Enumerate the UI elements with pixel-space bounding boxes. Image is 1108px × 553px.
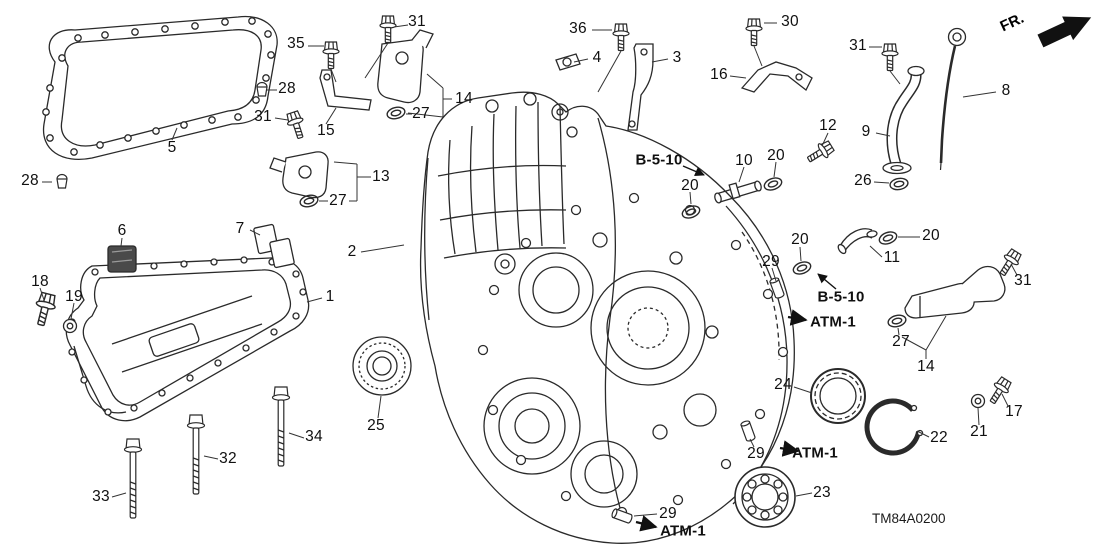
part-oil-seal-25 xyxy=(352,336,412,396)
part-label-15: 15 xyxy=(317,122,335,139)
part-label-36: 36 xyxy=(569,20,587,37)
part-filler-tube-9 xyxy=(882,65,925,175)
part-sensor-13 xyxy=(269,151,329,199)
part-label-28: 28 xyxy=(21,172,39,189)
part-label-14: 14 xyxy=(917,358,935,375)
leader-lines xyxy=(39,22,1018,517)
part-label-18: 18 xyxy=(31,273,49,290)
part-label-17: 17 xyxy=(1005,403,1023,420)
part-label-35: 35 xyxy=(287,35,305,52)
part-label-31: 31 xyxy=(849,37,867,54)
part-clamp-4 xyxy=(555,53,581,71)
part-label-28: 28 xyxy=(278,80,296,97)
part-label-14: 14 xyxy=(455,90,473,107)
part-label-31: 31 xyxy=(1014,272,1032,289)
front-direction-arrow xyxy=(1037,16,1092,48)
part-label-21: 21 xyxy=(970,423,988,440)
part-label-27: 27 xyxy=(329,192,347,209)
part-label-13: 13 xyxy=(372,168,390,185)
part-snap-ring-22 xyxy=(864,398,924,456)
part-label-20: 20 xyxy=(922,227,940,244)
part-label-6: 6 xyxy=(117,222,127,239)
part-magnet-6 xyxy=(107,245,137,273)
part-label-4: 4 xyxy=(592,49,602,66)
part-label-27: 27 xyxy=(412,105,430,122)
part-label-24: 24 xyxy=(774,376,792,393)
part-label-b-5-10: B-5-10 xyxy=(817,288,865,306)
part-label-27: 27 xyxy=(892,333,910,350)
part-gasket xyxy=(42,15,278,160)
part-label-25: 25 xyxy=(367,417,385,434)
part-label-20: 20 xyxy=(681,177,699,194)
part-label-26: 26 xyxy=(854,172,872,189)
part-label-10: 10 xyxy=(735,152,753,169)
part-label-34: 34 xyxy=(305,428,323,445)
part-bearing-24 xyxy=(810,368,866,424)
case-bores xyxy=(483,92,719,508)
part-oil-pan xyxy=(65,256,310,422)
part-label-3: 3 xyxy=(672,49,682,66)
part-label-29: 29 xyxy=(747,445,765,462)
part-label-16: 16 xyxy=(710,66,728,83)
part-pulse-sensor-top xyxy=(377,29,434,104)
part-label-7: 7 xyxy=(235,220,245,237)
part-label-atm-1: ATM-1 xyxy=(660,522,706,540)
part-label-30: 30 xyxy=(781,13,799,30)
part-label-29: 29 xyxy=(659,505,677,522)
part-label-32: 32 xyxy=(219,450,237,467)
case-ribs xyxy=(437,101,567,259)
part-label-5: 5 xyxy=(167,139,177,156)
part-label-19: 19 xyxy=(65,288,83,305)
part-label-22: 22 xyxy=(930,429,948,446)
part-label-20: 20 xyxy=(767,147,785,164)
part-pipe-10 xyxy=(714,180,762,204)
case-bolt-holes xyxy=(477,192,789,518)
part-dipstick xyxy=(939,27,967,171)
zone-arrows xyxy=(635,165,837,532)
part-label-9: 9 xyxy=(861,123,871,140)
part-bracket-3 xyxy=(627,43,654,131)
part-label-20: 20 xyxy=(791,231,809,248)
part-label-29: 29 xyxy=(762,253,780,270)
part-label-atm-1: ATM-1 xyxy=(792,444,838,462)
part-label-11: 11 xyxy=(883,249,901,266)
part-label-b-5-10: B-5-10 xyxy=(635,151,683,169)
part-label-1: 1 xyxy=(325,288,335,305)
part-bearing-23 xyxy=(734,466,796,528)
part-pipe-11 xyxy=(837,228,878,255)
part-label-31: 31 xyxy=(408,13,426,30)
part-label-8: 8 xyxy=(1001,82,1011,99)
part-label-12: 12 xyxy=(819,117,837,134)
part-speed-sensor-14 xyxy=(904,265,1006,319)
part-transmission-case xyxy=(419,91,795,544)
part-label-23: 23 xyxy=(813,484,831,501)
part-label-2: 2 xyxy=(347,243,357,260)
part-label-33: 33 xyxy=(92,488,110,505)
part-label-atm-1: ATM-1 xyxy=(810,313,856,331)
diagram-code: TM84A0200 xyxy=(872,511,946,526)
part-sensor-stay-15 xyxy=(319,69,372,111)
part-bracket-16 xyxy=(740,61,813,93)
part-label-31: 31 xyxy=(254,108,272,125)
part-plates-7 xyxy=(253,223,295,269)
